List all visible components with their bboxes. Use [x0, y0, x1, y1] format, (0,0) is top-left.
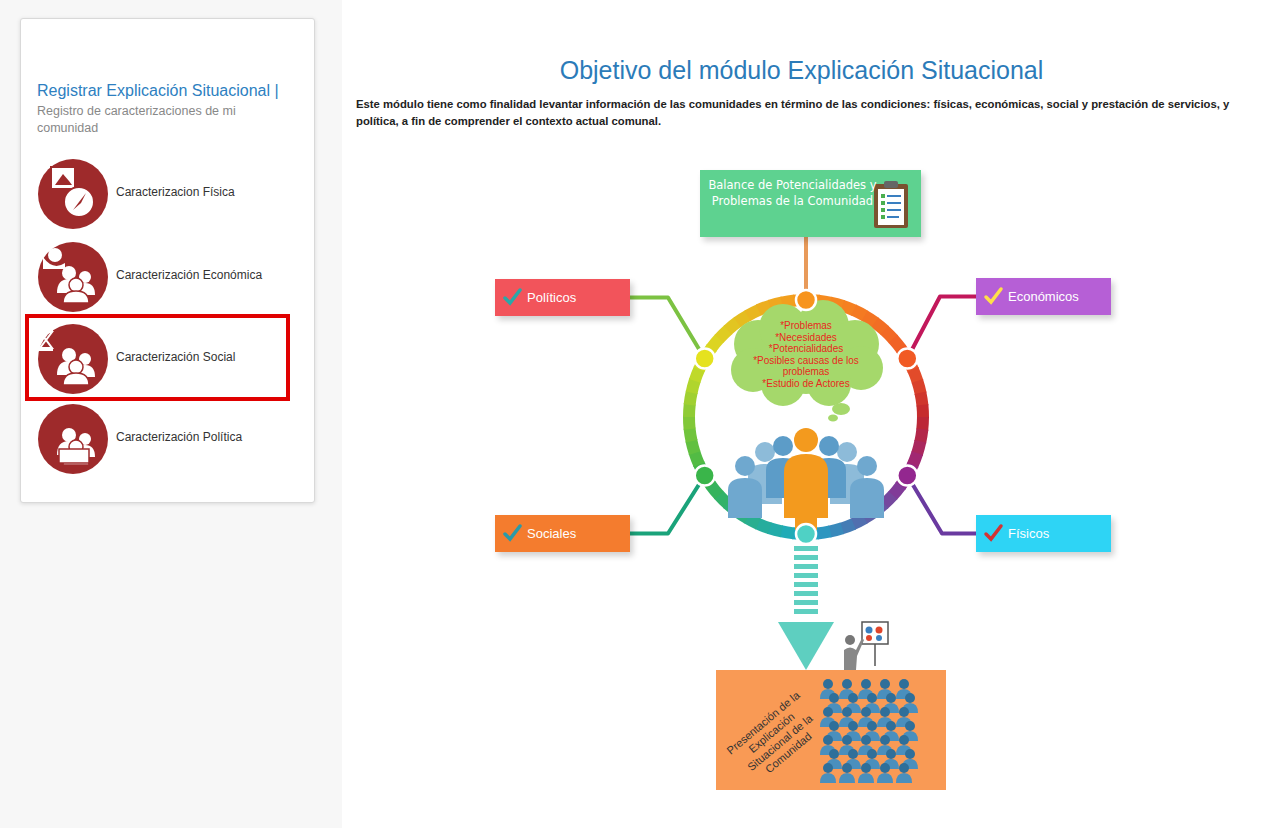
- category-box: Económicos: [976, 278, 1111, 315]
- panel-title: Registrar Explicación Situacional |: [37, 81, 294, 101]
- menu-item: Caracterización Política: [36, 404, 301, 474]
- check-mark: [984, 287, 1004, 307]
- sidebar-panel: Registrar Explicación Situacional |Regis…: [20, 18, 315, 503]
- cloud-item: *Posibles causas de los problemas: [748, 355, 864, 378]
- cloud-item: *Necesidades: [733, 332, 879, 344]
- category-box: Sociales: [495, 515, 630, 552]
- node-label: Sociales: [527, 524, 616, 543]
- menu-item: Caracterización Económica: [36, 242, 301, 312]
- node-label: Políticos: [527, 288, 616, 307]
- category-box: Físicos: [976, 515, 1111, 552]
- menu-icon: [29, 318, 39, 328]
- menu-item-highlighted: Caracterización Social: [25, 314, 290, 401]
- category-box: Políticos: [495, 279, 630, 316]
- node-label: Presentación de la Explicación Situacion…: [724, 689, 828, 788]
- check-mark: [503, 524, 523, 544]
- description-paragraph: Este módulo tiene como finalidad levanta…: [356, 96, 1256, 130]
- menu-icon: [36, 159, 46, 169]
- check-mark: [503, 288, 523, 308]
- node-label: Económicos: [1008, 287, 1097, 306]
- cloud-item: *Estudio de Actores: [733, 378, 879, 390]
- menu-icon: [36, 242, 46, 252]
- menu-icon: [36, 404, 46, 414]
- node-label: Caracterización Política: [116, 430, 301, 444]
- node-label: Caracterización Social: [116, 350, 286, 364]
- connector-line: [630, 298, 705, 359]
- connector-line: [907, 476, 976, 534]
- check-mark: [984, 524, 1004, 544]
- node-label: Caracterizacion Física: [116, 185, 301, 199]
- node-label: Balance de Potencialidades y Problemas d…: [708, 177, 877, 209]
- panel-subtitle: Registro de caracterizaciones de mi comu…: [37, 103, 272, 137]
- menu-item: Caracterizacion Física: [36, 159, 301, 229]
- node-label: Físicos: [1008, 524, 1097, 543]
- connector-line: [907, 297, 976, 359]
- connector-line: [630, 476, 705, 534]
- flow-arrow: [778, 546, 834, 670]
- cloud-item: *Potencialidades: [733, 343, 879, 355]
- presentation-box: Presentación de la Explicación Situacion…: [716, 670, 946, 790]
- analysis-ring: *Problemas*Necesidades*Potencialidades*P…: [683, 294, 929, 540]
- cloud-text-area: *Problemas*Necesidades*Potencialidades*P…: [733, 320, 879, 389]
- node-label: Caracterización Económica: [116, 268, 301, 282]
- clipboard-icon: [872, 180, 912, 230]
- cloud-item: *Problemas: [733, 320, 879, 332]
- balance-box: Balance de Potencialidades y Problemas d…: [700, 170, 921, 237]
- page-title: Objetivo del módulo Explicación Situacio…: [342, 56, 1261, 85]
